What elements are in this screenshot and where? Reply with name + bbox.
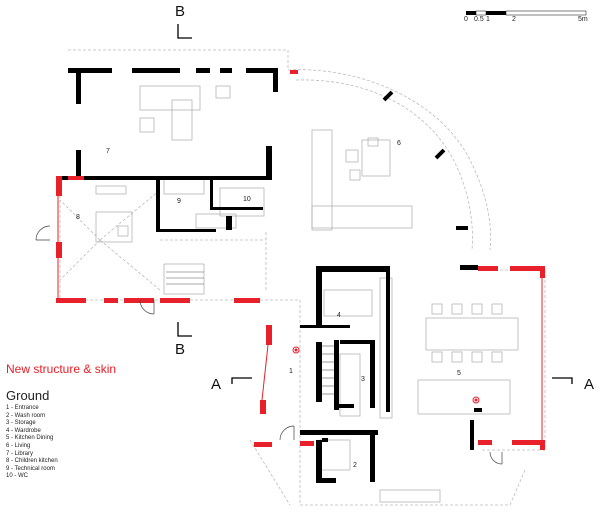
legend-item: 1 - Entrance	[6, 405, 39, 411]
section-b-bottom-label: B	[175, 341, 186, 358]
scale-tick-label: 0	[464, 16, 468, 23]
room-number-9: 9	[177, 198, 181, 205]
scale-tick-label: 1	[486, 16, 490, 23]
legend-item: 2 - Wash room	[6, 412, 46, 419]
room-number-7: 7	[106, 148, 110, 155]
section-b-top-label: B	[175, 3, 186, 20]
legend-item: 7 - Library	[6, 450, 34, 457]
legend-item: 4 - Wardrobe	[6, 427, 41, 434]
room-legend: 1 - Entrance 2 - Wash room 3 - Storage 4…	[6, 405, 58, 481]
legend-item: 5 - Kitchen Dining	[6, 435, 54, 442]
section-a-right-label: A	[584, 376, 595, 393]
scale-tick-label: 0.5	[474, 16, 484, 23]
room-number-4: 4	[337, 312, 341, 319]
room-number-10: 10	[243, 196, 251, 203]
room-number-6: 6	[397, 140, 401, 147]
legend-item: 10 - WC	[6, 473, 29, 480]
scale-tick-label: 5m	[578, 16, 588, 23]
floor-level-title: Ground	[6, 388, 50, 403]
plan-heading: New structure & skin	[6, 362, 117, 376]
section-a-left-label: A	[211, 376, 222, 393]
legend-item: 8 - Children kitchen	[6, 458, 58, 465]
room-number-3: 3	[361, 376, 365, 383]
legend-item: 9 - Technical room	[6, 465, 55, 472]
room-number-2: 2	[353, 462, 357, 469]
legend-item: 6 - Living	[6, 442, 31, 449]
room-number-1: 1	[289, 368, 293, 375]
legend-item: 3 - Storage	[6, 420, 36, 427]
room-number-8: 8	[76, 214, 80, 221]
scale-tick-label: 2	[512, 16, 516, 23]
room-number-5: 5	[457, 370, 461, 377]
